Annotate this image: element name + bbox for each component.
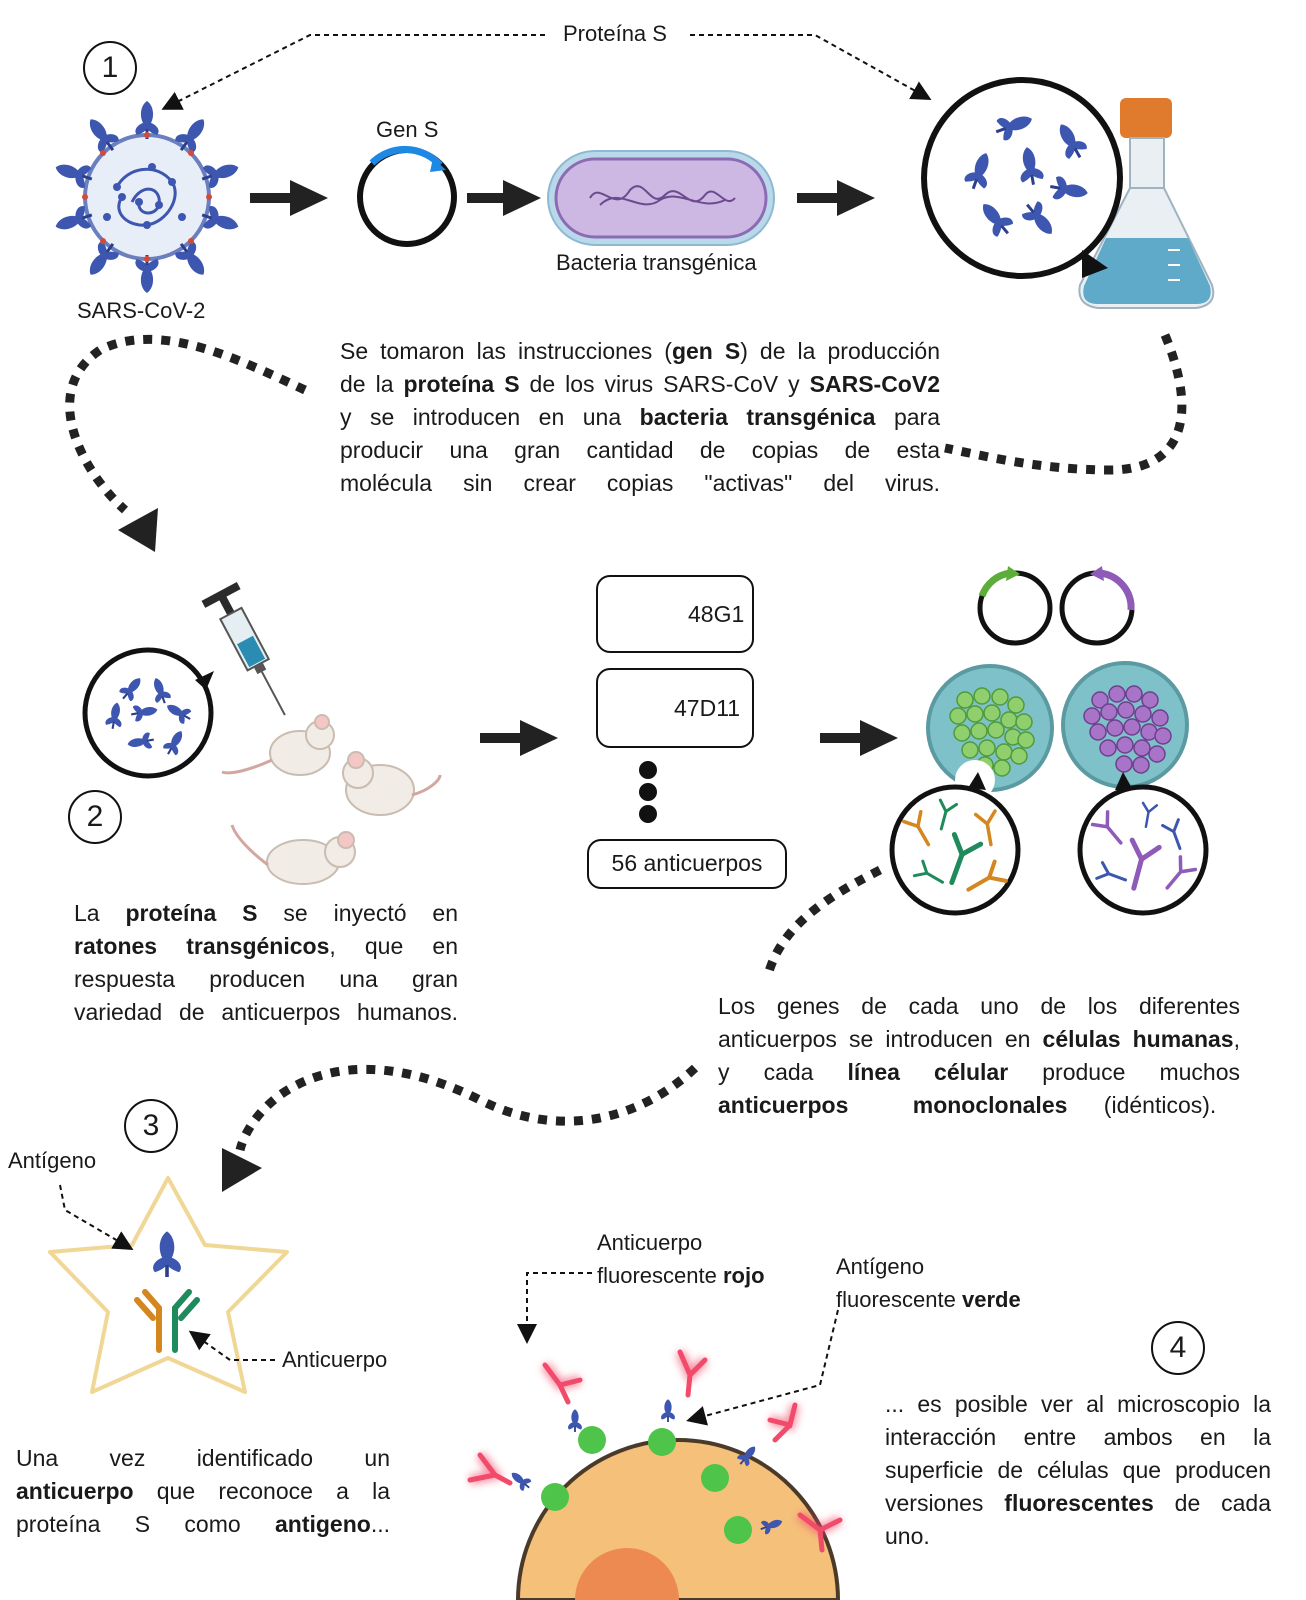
gen-s-label: Gen S (376, 117, 439, 142)
arrow-virus-to-plasmid (250, 180, 328, 216)
dotted-path-text-to-step3 (235, 1064, 699, 1152)
step-4-badge: 4 (1151, 1321, 1205, 1375)
antibody-count-box: 56 anticuerpos (587, 839, 787, 889)
protein-s-arrow-left (161, 34, 545, 110)
virus-icon (52, 101, 242, 293)
antigen-pointer (59, 1184, 134, 1251)
antibody-48g1-box: 48G1 (596, 575, 754, 653)
antibody-47d11-box: 47D11 (596, 668, 754, 748)
plasmid-gen-s-icon (357, 145, 457, 247)
arrow-bacteria-to-flask (797, 180, 875, 216)
bacteria-icon (547, 150, 775, 246)
text-step-2: La proteína S se inyectó en ratones tran… (74, 900, 458, 1025)
fluorescent-cell (515, 1438, 841, 1600)
protein-s-label: Proteína S (563, 21, 667, 46)
antibody-label: Anticuerpo (282, 1347, 388, 1372)
step-1-badge: 1 (83, 41, 137, 95)
plasmid-green-icon (977, 566, 1053, 646)
syringe-icon (201, 582, 286, 716)
protein-s-arrow-right (690, 34, 932, 100)
antibody-48g1-label: 48G1 (688, 601, 745, 627)
cell-culture-purple (1061, 661, 1189, 789)
dotted-arrowhead-step2 (118, 508, 158, 552)
zoom-circle-proteins-step2 (82, 647, 214, 779)
red-antibody-pointer (517, 1272, 592, 1344)
arrow-antibodies-to-cells (820, 720, 898, 756)
bacteria-label: Bacteria transgénica (556, 250, 757, 275)
text-step-4: ... es posible ver al microscopio la int… (885, 1391, 1271, 1549)
red-antibody-label: Anticuerpo fluorescente rojo (597, 1230, 765, 1288)
step-2-badge: 2 (68, 790, 122, 844)
dotted-arrowhead-step3 (222, 1148, 262, 1192)
step-3-badge: 3 (124, 1099, 178, 1153)
dotted-path-flask-to-text (944, 333, 1187, 475)
antigen-label: Antígeno (8, 1148, 97, 1173)
mice-icon (221, 714, 442, 885)
cell-culture-green (926, 664, 1054, 800)
text-step-3-bottom: Una vez identificado un anticuerpo que r… (16, 1445, 390, 1537)
antibody-pointer (188, 1330, 275, 1361)
red-antibodies (467, 1349, 843, 1553)
arrow-plasmid-to-bacteria (467, 180, 541, 216)
zoom-circle-proteins (921, 77, 1123, 279)
star-frame (48, 1176, 289, 1394)
zoom-circle-antibodies-green (889, 772, 1021, 916)
green-antigen-pointer (686, 1309, 839, 1426)
dotted-path-cells-to-text (763, 865, 883, 977)
green-antigens (541, 1426, 752, 1544)
ellipsis-dots (639, 761, 657, 823)
sars-cov-2-label: SARS-CoV-2 (77, 298, 206, 323)
arrow-mice-to-antibodies (480, 720, 558, 756)
zoom-circle-antibodies-purple (1077, 772, 1209, 916)
flask-icon (1078, 98, 1215, 309)
dotted-path-text-to-step2 (65, 334, 307, 514)
antibody-icon (134, 1289, 200, 1353)
text-step-3: Los genes de cada uno de los diferentes … (718, 993, 1240, 1118)
text-step-1: Se tomaron las instrucciones (gen S) de … (340, 338, 941, 496)
plasmid-purple-icon (1059, 566, 1135, 646)
green-antigen-label: Antígeno fluorescente verde (836, 1254, 1021, 1312)
antibody-47d11-label: 47D11 (674, 695, 741, 721)
